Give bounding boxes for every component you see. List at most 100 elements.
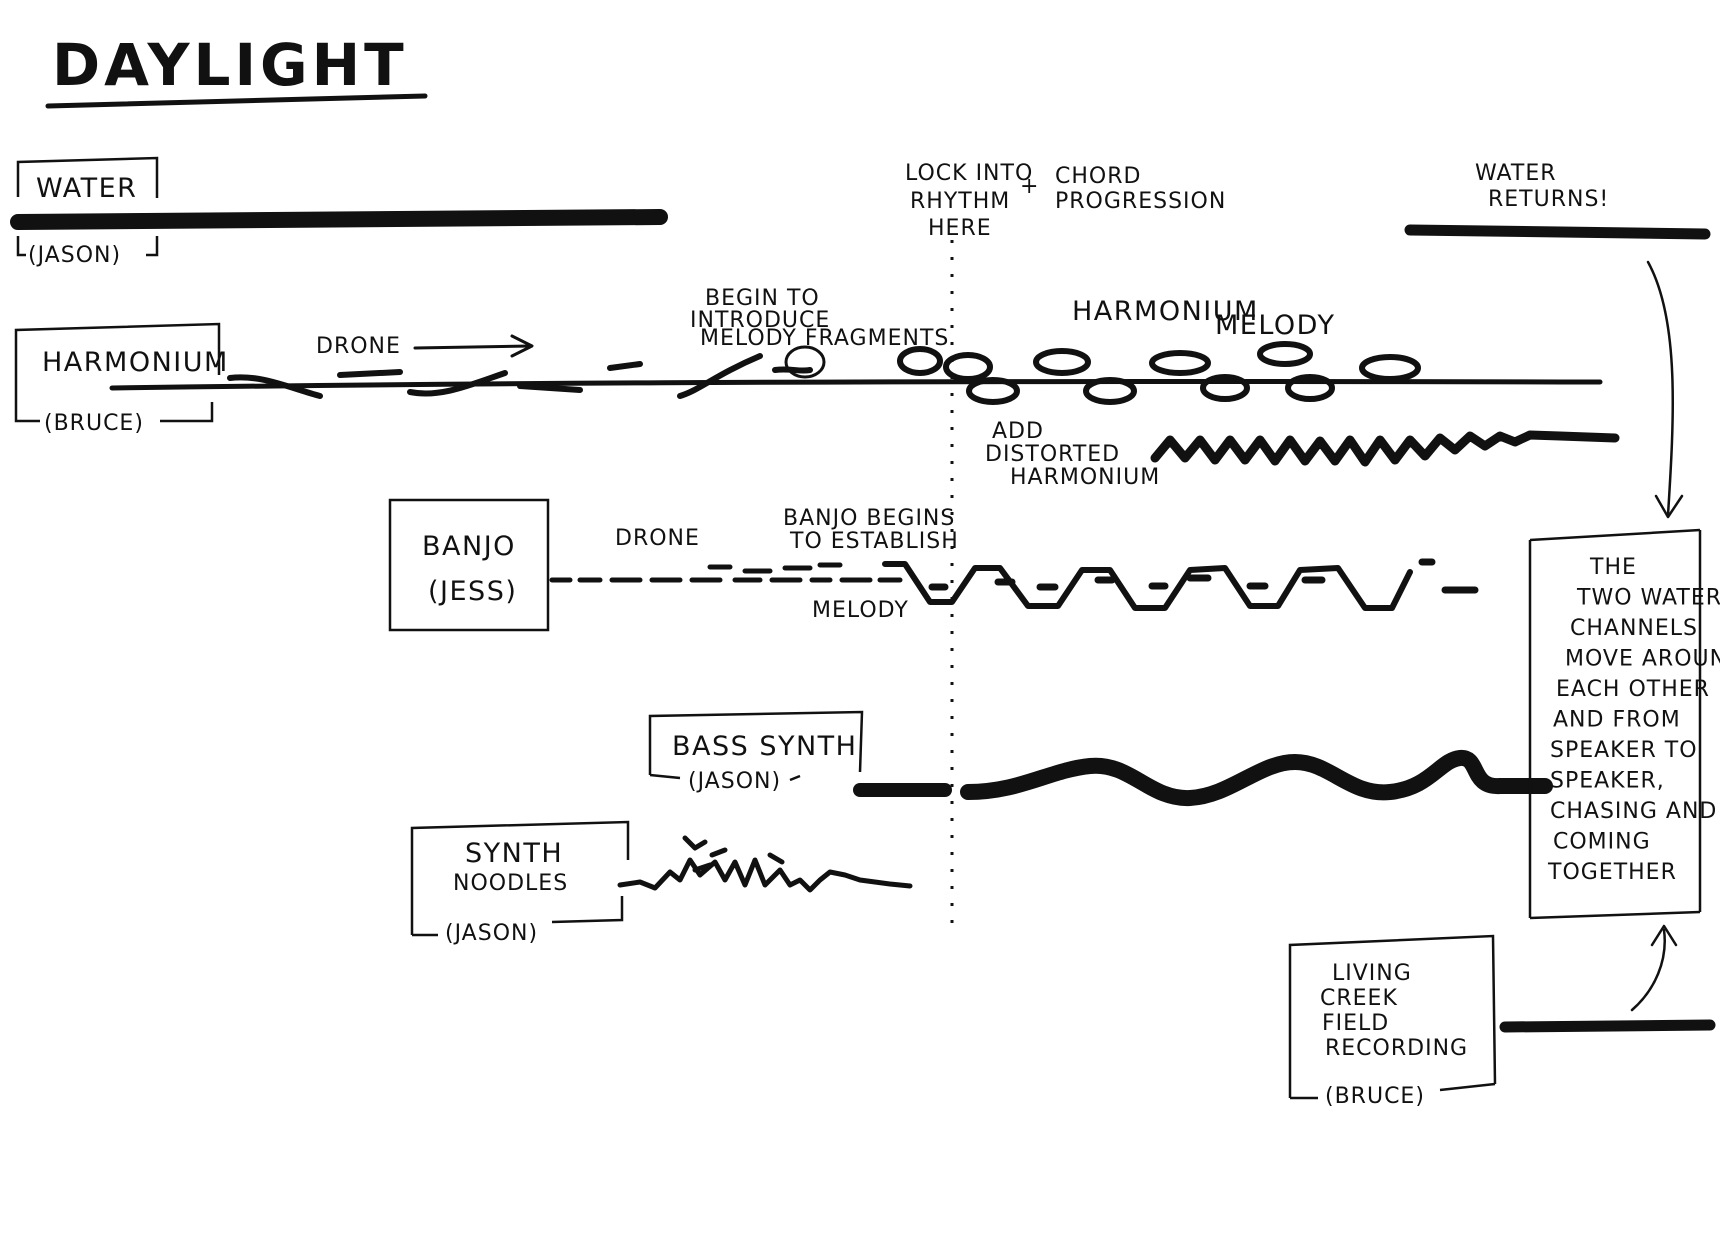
chord-text-2: PROGRESSION — [1055, 189, 1226, 214]
melody-fragments — [227, 353, 813, 399]
living-creek-player-bracket — [1290, 1082, 1496, 1100]
harmonium-drone-text: DRONE — [316, 334, 401, 359]
water-player: (JASON) — [28, 243, 121, 268]
bass-synth-player: (JASON) — [688, 769, 781, 794]
add-distorted-text-3: HARMONIUM — [1010, 465, 1160, 490]
banjo-begins-text-2: TO ESTABLISH — [789, 529, 959, 554]
title-underline — [45, 93, 428, 109]
melody-loop — [943, 352, 993, 382]
synth-noodles-squiggle-bits — [682, 835, 785, 873]
water-returns-line — [1404, 224, 1711, 240]
melody-loop — [1149, 350, 1211, 376]
living-creek-arrow — [1630, 928, 1666, 1012]
synth-noodles-label-box — [410, 820, 630, 935]
living-creek-text-4: RECORDING — [1325, 1036, 1468, 1061]
title-group: DAYLIGHT — [45, 31, 428, 109]
harmonium-player-bracket — [14, 402, 214, 423]
water-returns-text-2: RETURNS! — [1488, 187, 1609, 212]
living-creek-box — [1288, 934, 1497, 1098]
melody-loop — [1285, 374, 1335, 402]
harmonium-melody-text-2: MELODY — [1215, 310, 1336, 341]
banjo-player: (JESS) — [428, 576, 517, 607]
two-water-line: CHASING AND — [1550, 799, 1717, 824]
water-returns-group: WATER RETURNS! — [1404, 161, 1711, 519]
add-distorted-text-2: DISTORTED — [985, 442, 1120, 467]
banjo-melody-line — [882, 561, 1413, 611]
harmonium-melody-text-1: HARMONIUM — [1072, 296, 1259, 327]
two-water-line: AND FROM — [1553, 708, 1681, 733]
two-water-line: SPEAKER TO — [1550, 738, 1698, 763]
melody-loop — [1033, 348, 1091, 376]
water-returns-arrow — [1646, 260, 1675, 517]
lock-into-group: LOCK INTO RHYTHM HERE + CHORD PROGRESSIO… — [905, 161, 1226, 241]
water-line — [10, 209, 668, 230]
living-creek-text-2: CREEK — [1320, 986, 1398, 1011]
begin-introduce-text-1: BEGIN TO — [705, 286, 820, 311]
chord-text-1: CHORD — [1055, 164, 1141, 189]
melody-loop — [897, 346, 943, 376]
water-track: WATER (JASON) — [10, 156, 668, 268]
water-returns-arrowhead — [1654, 494, 1684, 519]
distorted-harmonium-group: ADD DISTORTED HARMONIUM — [985, 419, 1620, 490]
water-label-box — [16, 156, 159, 198]
banjo-track: BANJO (JESS) DRONE BANJO BEGINS TO ESTAB… — [388, 498, 1479, 632]
banjo-melody-notes — [928, 558, 1479, 594]
harmonium-label: HARMONIUM — [42, 347, 229, 378]
two-water-line: COMING — [1553, 830, 1651, 855]
living-creek-line — [1499, 1019, 1716, 1033]
lock-into-text-1: LOCK INTO — [905, 161, 1033, 186]
bass-synth-player-bracket — [649, 773, 801, 782]
two-water-line: MOVE AROUND — [1565, 647, 1720, 672]
add-distorted-text-1: ADD — [992, 419, 1044, 444]
melody-loop — [1083, 377, 1137, 405]
two-water-line: SPEAKER, — [1550, 769, 1665, 794]
synth-noodles-label-1: SYNTH — [465, 838, 563, 869]
water-returns-text-1: WATER — [1475, 161, 1557, 186]
distorted-harmonium-zigzag — [1150, 430, 1620, 467]
melody-loop — [966, 377, 1020, 405]
drone-arrow — [413, 344, 532, 350]
banjo-begins-text-3: MELODY — [812, 598, 909, 623]
two-water-box-edges — [1529, 528, 1701, 920]
harmonium-label-box — [14, 322, 221, 406]
bass-synth-label-box — [648, 710, 864, 775]
banjo-label: BANJO — [422, 531, 516, 562]
two-water-box — [1528, 530, 1702, 918]
melody-loop — [1200, 374, 1250, 402]
begin-introduce-text-2: INTRODUCE — [690, 308, 830, 333]
living-creek-arrowhead — [1650, 924, 1678, 947]
begin-introduce-text-3: MELODY FRAGMENTS — [700, 326, 949, 351]
living-creek-track: LIVING CREEK FIELD RECORDING (BRUCE) — [1288, 924, 1716, 1109]
synth-noodles-squiggle — [617, 857, 913, 893]
banjo-label-box — [388, 498, 550, 632]
harmonium-player: (BRUCE) — [44, 411, 144, 436]
drone-arrowhead — [510, 334, 534, 358]
lock-into-plus: + — [1020, 174, 1039, 199]
two-water-line: EACH OTHER — [1556, 677, 1710, 702]
synth-noodles-track: SYNTH NOODLES (JASON) — [410, 820, 913, 946]
page-title: DAYLIGHT — [52, 31, 408, 99]
bass-synth-label: BASS SYNTH — [672, 731, 857, 762]
synth-noodles-player-bracket — [412, 896, 624, 937]
synth-noodles-player: (JASON) — [445, 921, 538, 946]
bass-synth-wave — [960, 750, 1553, 807]
banjo-begins-text-1: BANJO BEGINS — [783, 506, 955, 531]
two-water-line: CHANNELS — [1570, 616, 1698, 641]
harmonium-track: HARMONIUM (BRUCE) DRONE BEGIN TO INTRODU… — [14, 286, 1603, 436]
bass-synth-track: BASS SYNTH (JASON) — [648, 710, 1553, 807]
water-label: WATER — [36, 173, 137, 204]
harmonium-drone-line — [109, 378, 1603, 391]
living-creek-player: (BRUCE) — [1325, 1084, 1425, 1109]
lock-into-text-2: RHYTHM — [910, 189, 1010, 214]
synth-noodles-label-2: NOODLES — [453, 871, 568, 896]
harmonium-melody-loops — [897, 341, 1421, 405]
banjo-drone-text: DRONE — [615, 526, 700, 551]
melody-fragment-circle — [784, 345, 826, 379]
living-creek-text-1: LIVING — [1332, 961, 1412, 986]
banjo-drone-dashes — [549, 562, 903, 583]
lock-into-text-3: HERE — [928, 216, 992, 241]
melody-loop — [1257, 341, 1313, 367]
